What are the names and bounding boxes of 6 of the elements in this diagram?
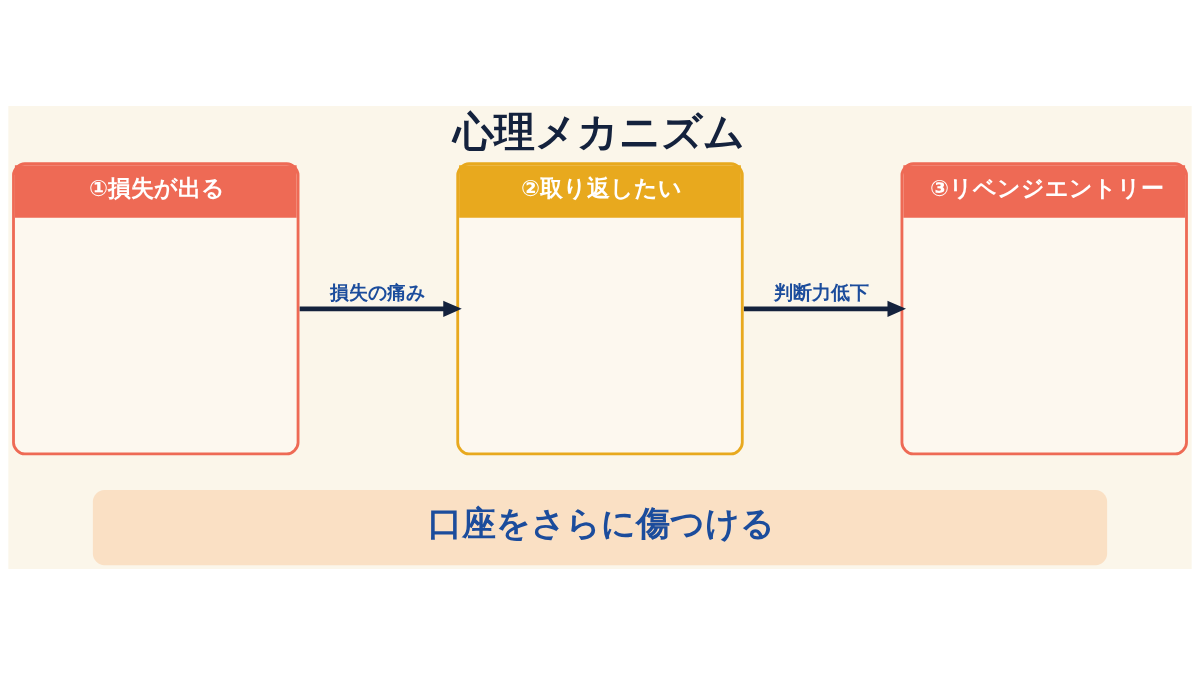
edge-label: 判断力低下 — [774, 282, 870, 304]
arrow — [299, 300, 462, 317]
edge-label: 損失の痛み — [329, 282, 425, 304]
node-box: 口座をさらに傷つける — [92, 490, 1108, 566]
diagram-title: 心理メカニズム — [452, 107, 745, 156]
arrow — [743, 300, 906, 317]
